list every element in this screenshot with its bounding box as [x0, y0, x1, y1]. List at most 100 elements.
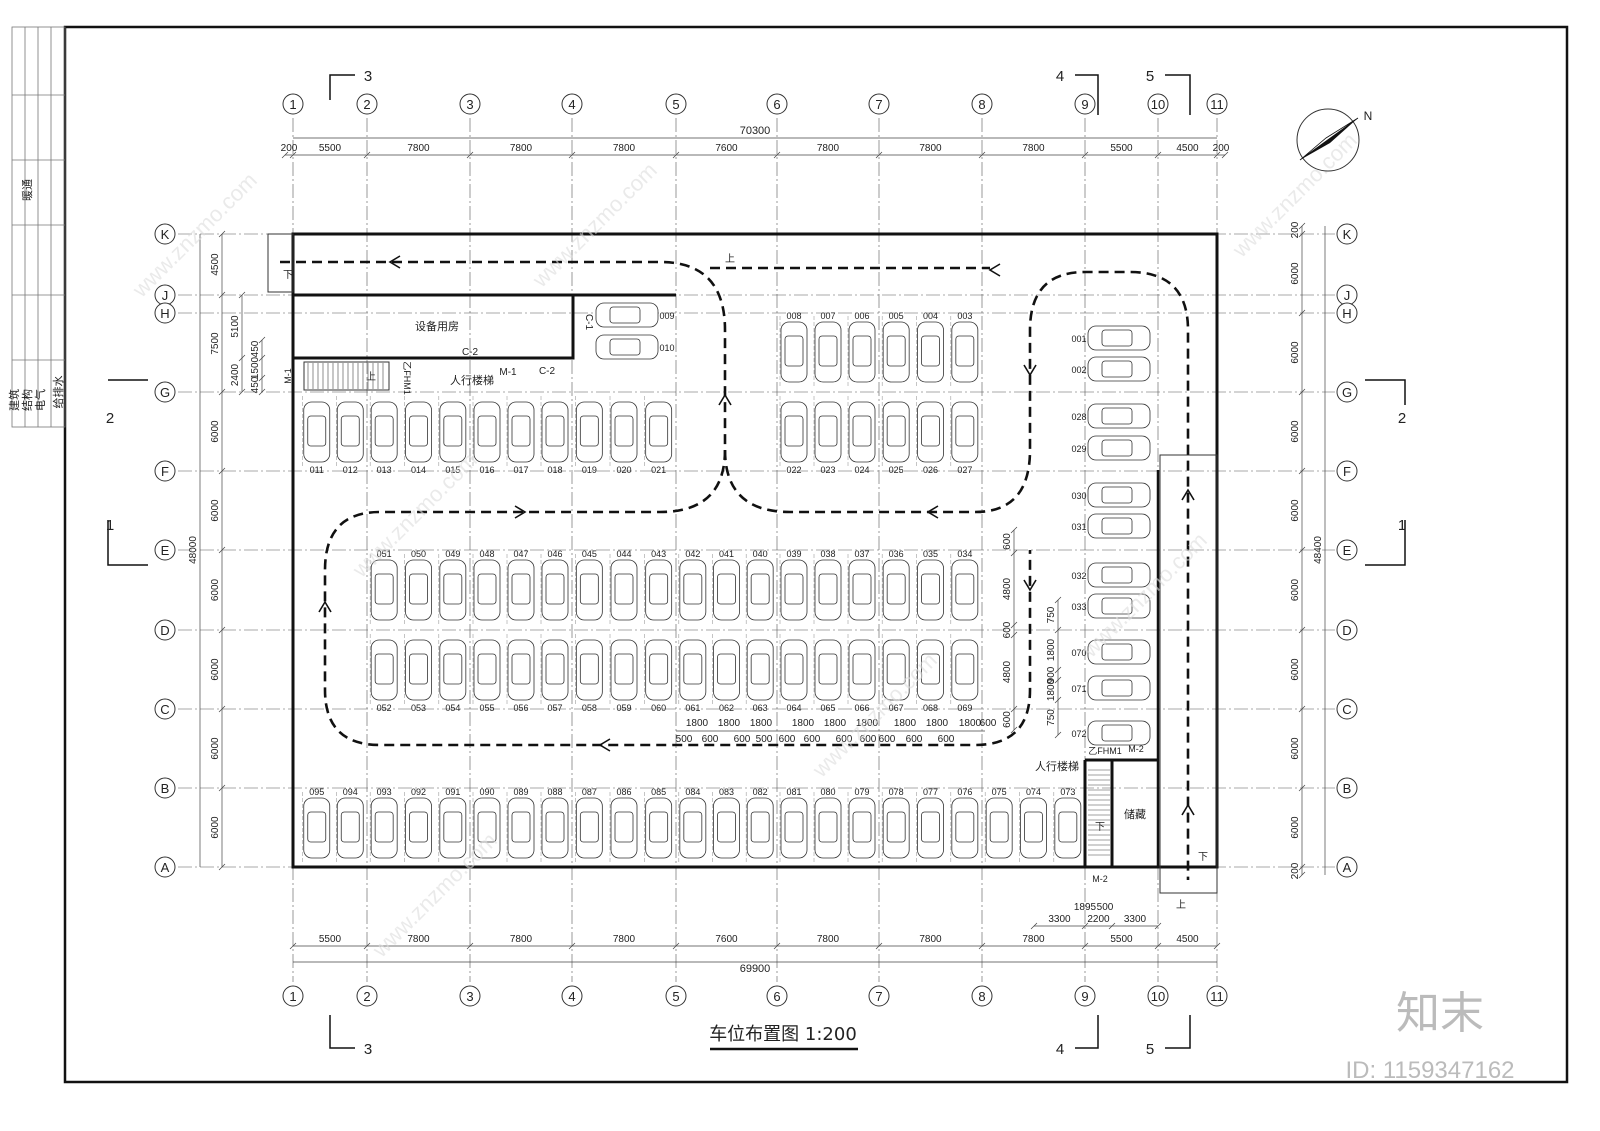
- dim-text: 7600: [715, 143, 738, 154]
- axis-label: F: [1343, 464, 1351, 479]
- dim-tick: [238, 354, 246, 362]
- north-label: N: [1364, 109, 1373, 123]
- parking-stall-051: 051: [369, 549, 398, 626]
- parking-stall-068: 068: [916, 634, 944, 713]
- axis-circle: [154, 539, 176, 561]
- axis-circle: [1336, 302, 1358, 324]
- dim-text: 7800: [1022, 934, 1045, 945]
- axis-bubble-col-9: 9: [1074, 93, 1096, 115]
- dim-text: 7800: [407, 934, 430, 945]
- axis-bubble-col-1: 1: [282, 93, 304, 115]
- section-mark-label: 5: [1146, 1041, 1154, 1058]
- dim-text: 6000: [210, 499, 221, 522]
- stall-number: 015: [445, 465, 460, 475]
- car-roof: [818, 653, 838, 685]
- stall-number: 067: [889, 703, 904, 713]
- car-roof: [443, 811, 463, 843]
- dim-tick: [978, 151, 986, 159]
- axis-bubble-col-6: 6: [766, 985, 788, 1007]
- axis-circle: [154, 381, 176, 403]
- dim-tick: [218, 230, 226, 238]
- section-mark-label: 4: [1056, 68, 1064, 85]
- axis-bubble-col-10: 10: [1147, 985, 1169, 1007]
- axis-bubble-row-G: G: [1336, 381, 1358, 403]
- axis-bubble-row-D: D: [1336, 619, 1358, 641]
- parking-stall-009: 009: [595, 302, 675, 328]
- car-roof: [1101, 360, 1133, 378]
- parking-stall-035: 035: [916, 549, 944, 626]
- stall-number: 084: [685, 787, 700, 797]
- car-roof: [511, 811, 531, 843]
- parking-stall-024: 024: [847, 396, 876, 475]
- dim-tick: [568, 151, 576, 159]
- car-roof: [443, 573, 463, 605]
- dim-text: 6000: [210, 420, 221, 443]
- dim-tick: [363, 151, 371, 159]
- dim-text: 4800: [1002, 577, 1013, 600]
- dim-text: 7800: [919, 934, 942, 945]
- dim-tick: [258, 336, 266, 344]
- axis-circle: [1336, 619, 1358, 641]
- dim-tick: [1298, 784, 1306, 792]
- dim-tick: [1030, 922, 1038, 930]
- axis-label: 6: [773, 97, 780, 112]
- car-roof: [307, 811, 327, 843]
- watermark-site: www.znzmo.com: [527, 158, 662, 293]
- axis-circle: [561, 93, 583, 115]
- stall-number: 005: [889, 311, 904, 321]
- parking-stall-095: 095: [302, 787, 331, 864]
- parking-stall-065: 065: [813, 634, 842, 713]
- section-mark-label: 2: [106, 410, 114, 427]
- axis-label: K: [161, 227, 170, 242]
- stall-number: 010: [659, 343, 674, 353]
- dim-text: 7800: [510, 934, 533, 945]
- car-roof: [477, 415, 497, 447]
- dim-text: 5500: [319, 143, 342, 154]
- car-roof: [609, 338, 641, 356]
- axis-bubble-row-G: G: [154, 381, 176, 403]
- title-block-2: 结构: [20, 389, 34, 411]
- stall-number: 072: [1071, 729, 1086, 739]
- dim-text: 6000: [1290, 578, 1301, 601]
- parking-stall-005: 005: [881, 311, 910, 388]
- stall-number: 042: [685, 549, 700, 559]
- dim-tick: [218, 784, 226, 792]
- stall-number: 059: [616, 703, 631, 713]
- dim-text: 6000: [1290, 499, 1301, 522]
- dim-gap: 500: [676, 734, 693, 745]
- ramp-down-label: 下: [1198, 852, 1208, 863]
- car-roof: [511, 573, 531, 605]
- car-roof: [374, 811, 394, 843]
- stall-number: 008: [786, 311, 801, 321]
- parking-stall-089: 089: [506, 787, 535, 864]
- parking-stall-029: 029: [1071, 435, 1151, 461]
- dim-tick: [466, 151, 474, 159]
- dim-text: 6000: [1290, 420, 1301, 443]
- dim-stall-width: 1800: [926, 718, 949, 729]
- axis-bubble-col-11: 11: [1206, 93, 1228, 115]
- stair-label: 人行楼梯: [1035, 759, 1079, 773]
- stall-number: 074: [1026, 787, 1041, 797]
- axis-bubble-col-3: 3: [459, 985, 481, 1007]
- dim-text: 7800: [919, 143, 942, 154]
- stall-number: 053: [411, 703, 426, 713]
- parking-stall-008: 008: [779, 311, 808, 388]
- dim-text: 3300: [1124, 914, 1147, 925]
- parking-stall-025: 025: [881, 396, 910, 475]
- stall-number: 044: [616, 549, 631, 559]
- stall-number: 092: [411, 787, 426, 797]
- parking-stall-061: 061: [678, 634, 707, 713]
- car-roof: [989, 811, 1009, 843]
- dim-tick: [1298, 546, 1306, 554]
- car-roof: [579, 573, 599, 605]
- car-roof: [443, 653, 463, 685]
- driving-route: [280, 255, 1195, 880]
- axis-bubble-col-5: 5: [665, 93, 687, 115]
- dim-tick: [1298, 309, 1306, 317]
- axis-label: 4: [568, 97, 575, 112]
- dim-tick: [218, 546, 226, 554]
- car-roof: [614, 415, 634, 447]
- parking-stall-030: 030: [1071, 482, 1151, 508]
- dim-door-a: 1895: [1074, 902, 1097, 913]
- dim-tick: [1108, 922, 1116, 930]
